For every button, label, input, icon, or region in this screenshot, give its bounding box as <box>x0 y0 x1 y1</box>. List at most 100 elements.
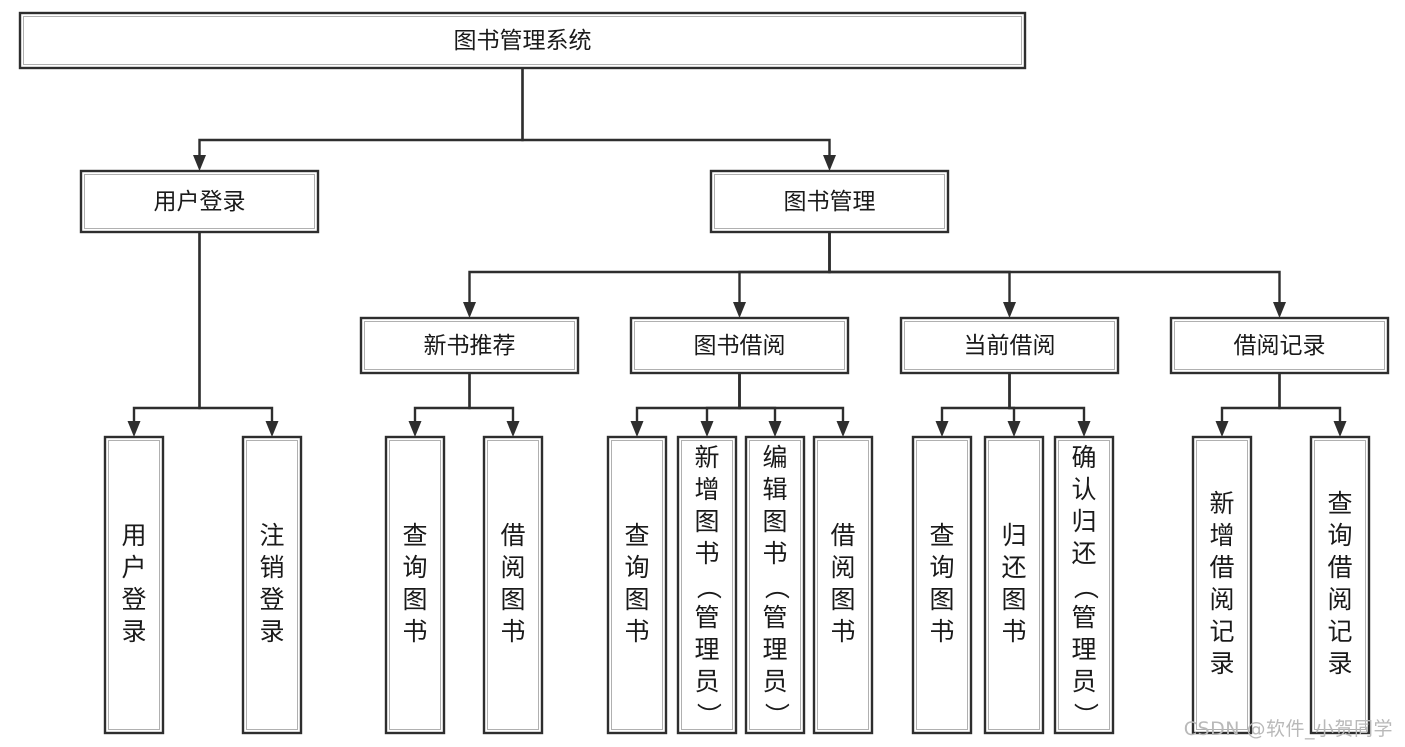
node-box-leaf-borrow-book-2[interactable] <box>812 435 874 735</box>
csdn-watermark: CSDN @软件_小贺同学 <box>1183 718 1393 740</box>
svg-text:（: （ <box>694 574 723 599</box>
arrow-head-leaf-9 <box>1007 421 1021 437</box>
connector-l2-l3-1 <box>738 232 831 302</box>
connector-leaf-2 <box>413 373 471 421</box>
svg-text:图: 图 <box>929 585 954 614</box>
node-box-leaf-query-record[interactable] <box>1309 435 1371 735</box>
svg-text:阅: 阅 <box>830 553 855 582</box>
svg-text:借: 借 <box>500 521 525 550</box>
node-box-leaf-query-book-3[interactable] <box>911 435 973 735</box>
connector-leaf-8 <box>940 373 1011 421</box>
node-box-user-login[interactable] <box>79 169 320 234</box>
svg-text:注: 注 <box>259 521 284 550</box>
arrow-head-leaf-11 <box>1215 421 1229 437</box>
svg-text:书: 书 <box>830 617 855 646</box>
svg-text:图: 图 <box>830 585 855 614</box>
svg-text:记: 记 <box>1327 617 1352 646</box>
connector-leaf-10 <box>1008 373 1086 421</box>
svg-text:图: 图 <box>624 585 649 614</box>
node-box-new-book-recommend[interactable] <box>359 316 580 375</box>
arrow-head-l2-l3-1 <box>733 302 746 318</box>
node-box-leaf-user-login[interactable] <box>103 435 165 735</box>
node-label-book-manage: 图书管理 <box>784 189 876 215</box>
svg-text:借: 借 <box>1327 553 1352 582</box>
svg-text:阅: 阅 <box>1327 585 1352 614</box>
svg-text:）: ） <box>1071 702 1100 727</box>
svg-text:书: 书 <box>694 539 719 568</box>
connector-leaf-1 <box>198 232 274 421</box>
svg-text:询: 询 <box>624 553 649 582</box>
svg-text:户: 户 <box>121 553 146 582</box>
node-label-user-login: 用户登录 <box>154 189 246 215</box>
svg-text:员: 员 <box>762 667 787 696</box>
connector-l2-l3-2 <box>828 232 1011 302</box>
svg-text:新: 新 <box>694 443 719 472</box>
svg-text:员: 员 <box>1071 667 1096 696</box>
svg-text:增: 增 <box>1209 521 1234 550</box>
node-box-leaf-borrow-book-1[interactable] <box>482 435 544 735</box>
node-box-root[interactable] <box>18 11 1027 70</box>
svg-text:借: 借 <box>830 521 855 550</box>
connector-root-l2-1 <box>521 68 831 155</box>
arrow-head-l2-l3-3 <box>1273 302 1286 318</box>
svg-text:认: 认 <box>1071 475 1096 504</box>
arrow-head-leaf-4 <box>630 421 644 437</box>
arrow-head-leaf-0 <box>127 421 141 437</box>
svg-text:确: 确 <box>1071 443 1096 472</box>
svg-text:登: 登 <box>259 585 284 614</box>
node-box-borrow-record[interactable] <box>1169 316 1390 375</box>
svg-text:阅: 阅 <box>500 553 525 582</box>
svg-text:编: 编 <box>762 443 787 472</box>
connector-leaf-12 <box>1278 373 1342 421</box>
node-box-leaf-add-record[interactable] <box>1191 435 1253 735</box>
node-label-new-book-recommend: 新书推荐 <box>424 333 516 359</box>
arrow-head-leaf-2 <box>408 421 422 437</box>
node-box-leaf-user-logout[interactable] <box>241 435 303 735</box>
node-box-current-borrow[interactable] <box>899 316 1120 375</box>
svg-text:归: 归 <box>1001 521 1026 550</box>
node-box-leaf-edit-book[interactable] <box>744 435 806 735</box>
svg-text:新: 新 <box>1209 489 1234 518</box>
svg-text:查: 查 <box>929 521 954 550</box>
node-box-leaf-query-book-2[interactable] <box>606 435 668 735</box>
connector-l2-l3-3 <box>828 232 1281 302</box>
node-box-book-borrow[interactable] <box>629 316 850 375</box>
svg-text:）: ） <box>762 702 791 727</box>
arrow-head-leaf-6 <box>768 421 782 437</box>
svg-text:管: 管 <box>762 603 787 632</box>
arrow-head-leaf-5 <box>700 421 714 437</box>
node-box-leaf-return-book[interactable] <box>983 435 1045 735</box>
connector-leaf-0 <box>132 232 201 421</box>
node-label-current-borrow: 当前借阅 <box>964 333 1056 359</box>
svg-text:记: 记 <box>1209 617 1234 646</box>
svg-text:询: 询 <box>402 553 427 582</box>
arrow-head-leaf-10 <box>1077 421 1091 437</box>
svg-text:辑: 辑 <box>762 475 787 504</box>
svg-text:询: 询 <box>929 553 954 582</box>
svg-text:登: 登 <box>121 585 146 614</box>
node-label-borrow-record: 借阅记录 <box>1234 333 1326 359</box>
node-box-leaf-add-book[interactable] <box>676 435 738 735</box>
svg-text:查: 查 <box>624 521 649 550</box>
node-box-leaf-confirm-return[interactable] <box>1053 435 1115 735</box>
svg-text:借: 借 <box>1209 553 1234 582</box>
arrow-head-root-l2-0 <box>193 155 206 171</box>
svg-text:图: 图 <box>500 585 525 614</box>
arrow-head-l2-l3-0 <box>463 302 476 318</box>
svg-text:）: ） <box>694 702 723 727</box>
node-box-leaf-query-book-1[interactable] <box>384 435 446 735</box>
node-box-book-manage[interactable] <box>709 169 950 234</box>
arrow-head-leaf-1 <box>265 421 279 437</box>
arrow-head-leaf-7 <box>836 421 850 437</box>
node-label-root: 图书管理系统 <box>454 28 592 54</box>
arrow-head-leaf-8 <box>935 421 949 437</box>
